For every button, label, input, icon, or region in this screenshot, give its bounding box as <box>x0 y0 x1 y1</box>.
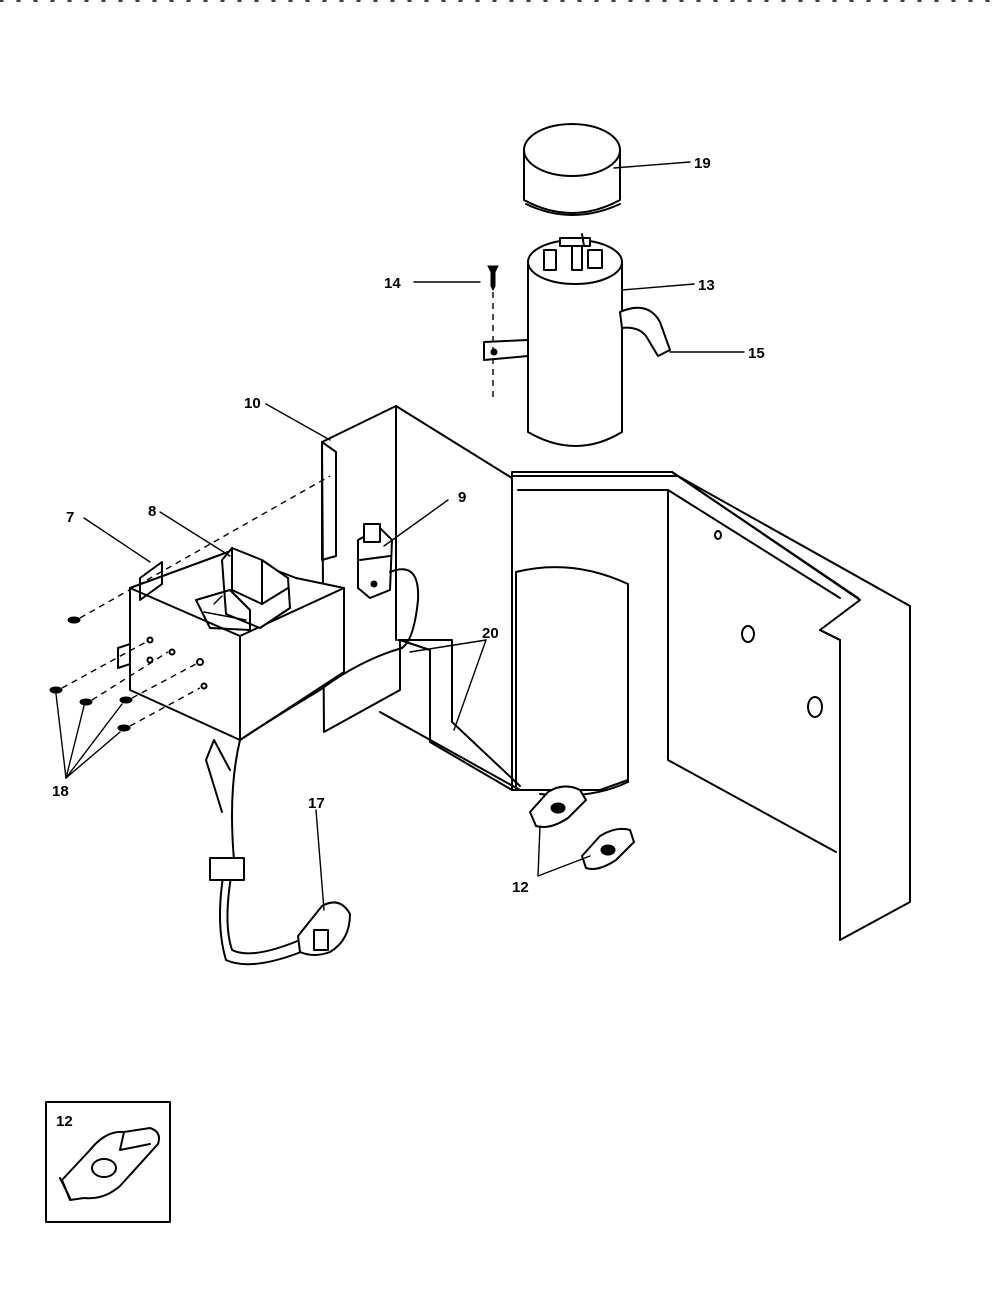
callout-20: 20 <box>482 625 499 642</box>
capacitor-cover <box>523 123 621 216</box>
panel-hole-1 <box>714 530 722 540</box>
callout-13: 13 <box>698 277 715 294</box>
leader-lines <box>55 161 745 911</box>
control-box <box>117 547 345 741</box>
callout-15: 15 <box>748 345 765 362</box>
inset-label: 12 <box>56 1113 73 1130</box>
capacitor-strap <box>483 306 671 361</box>
callout-18: 18 <box>52 783 69 800</box>
relay-switch <box>357 523 420 649</box>
callout-9: 9 <box>458 489 466 506</box>
callout-7: 7 <box>66 509 74 526</box>
screw-14 <box>487 265 499 400</box>
callout-10: 10 <box>244 395 261 412</box>
callout-8: 8 <box>148 503 156 520</box>
capacitor <box>527 233 623 447</box>
callout-14: 14 <box>384 275 401 292</box>
inset-detail-box: 12 <box>45 1101 171 1223</box>
mounting-bracket <box>321 405 521 791</box>
power-cord <box>205 647 403 966</box>
panel-hole-2 <box>741 625 755 643</box>
callout-17: 17 <box>308 795 325 812</box>
back-panel <box>511 471 911 941</box>
callout-19: 19 <box>694 155 711 172</box>
panel-hole-3 <box>807 696 823 718</box>
capacitor-clips <box>529 785 635 870</box>
screws-18 <box>49 475 331 732</box>
callout-12: 12 <box>512 879 529 896</box>
callout-labels: 19 14 13 15 10 9 7 8 20 18 17 12 <box>52 155 765 896</box>
